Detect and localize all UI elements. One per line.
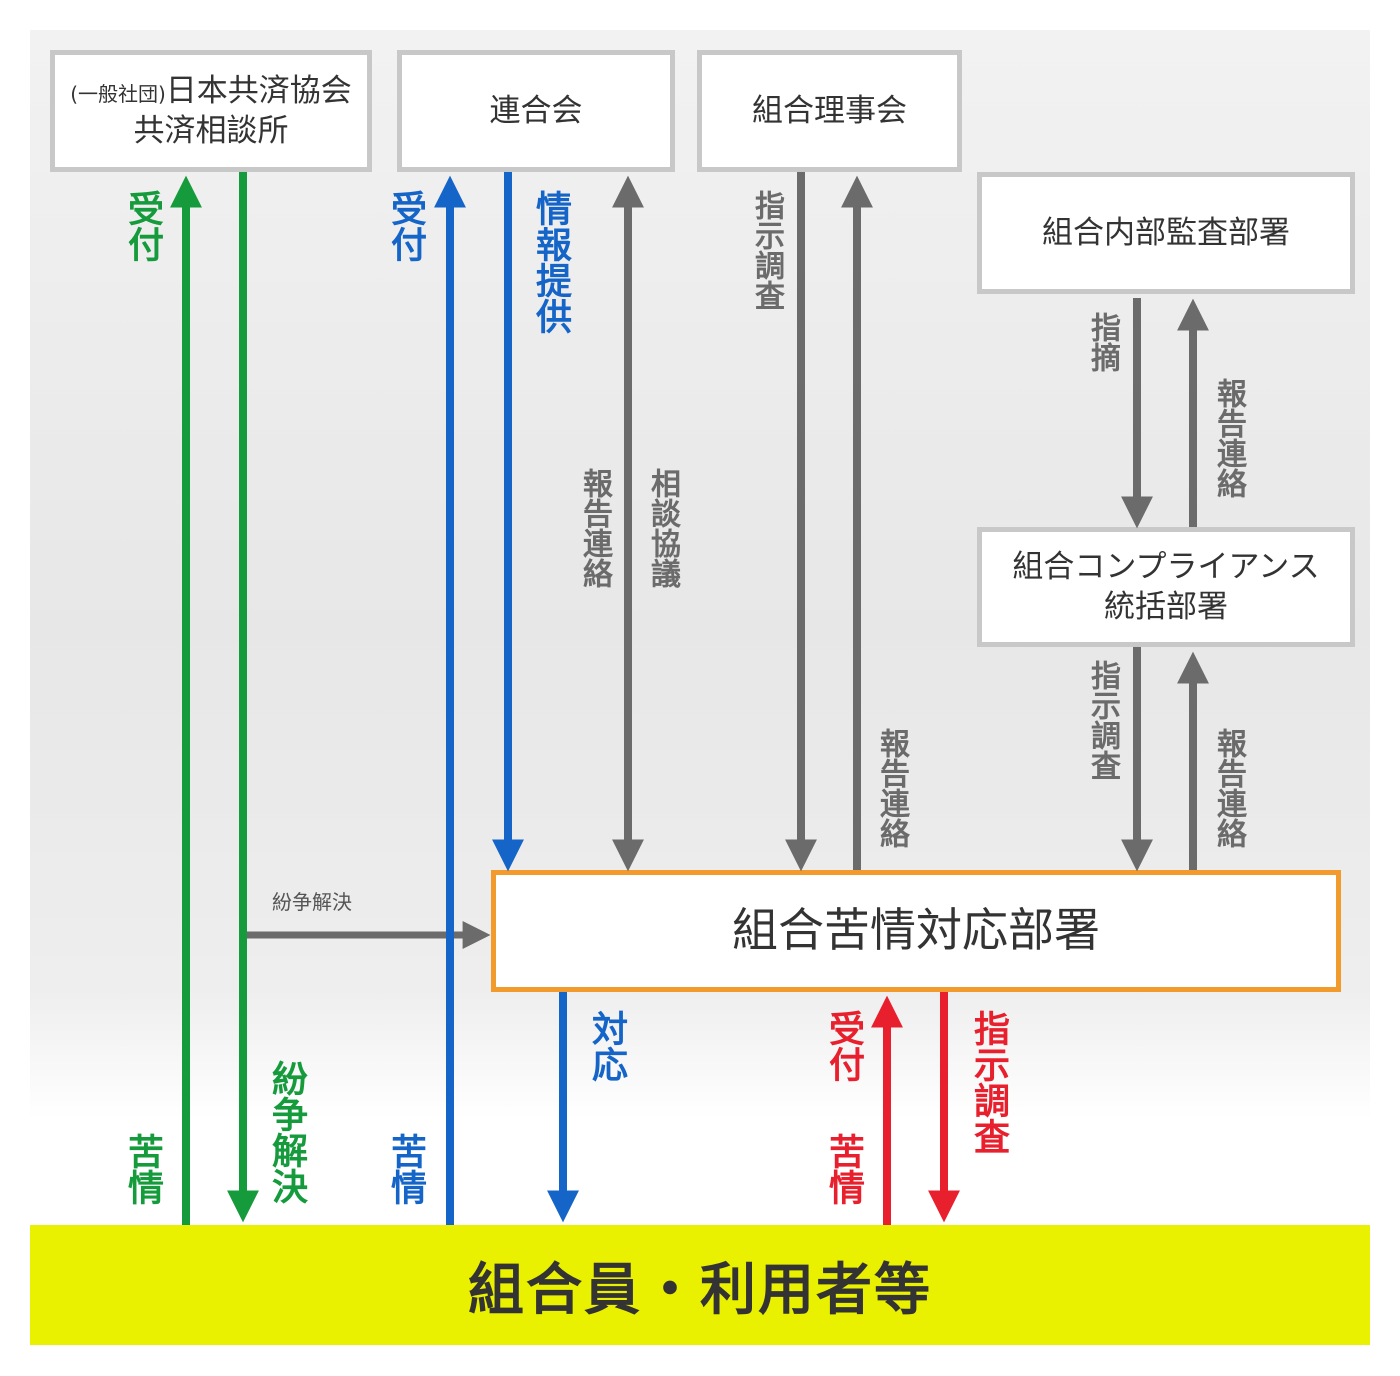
jca-name: 日本共済協会 <box>165 72 352 109</box>
board-report-label: 報告連絡 <box>874 728 909 848</box>
audit-report-label: 報告連絡 <box>1211 378 1246 498</box>
board-instruct-label: 指示調査 <box>749 190 784 310</box>
audit-point-label: 指摘 <box>1085 312 1120 372</box>
internal-audit-label: 組合内部監査部署 <box>1042 214 1290 251</box>
dispute-horizontal-label: 紛争解決 <box>272 890 352 914</box>
dept-receive-label: 受付 <box>823 1010 864 1082</box>
compliance-label-line1: 組合コンプライアンス <box>1012 548 1320 585</box>
board-label: 組合理事会 <box>752 92 907 129</box>
jca-prefix: (一般社団) <box>70 81 166 106</box>
fed-info-label: 情報提供 <box>530 190 571 334</box>
members-bar: 組合員・利用者等 <box>30 1225 1370 1345</box>
comp-instruct-label: 指示調査 <box>1085 660 1120 780</box>
members-label: 組合員・利用者等 <box>468 1257 932 1323</box>
fed-complaint-label: 苦情 <box>385 1133 426 1205</box>
jca-dispute-label: 紛争解決 <box>266 1060 307 1204</box>
complaint-dept-box: 組合苦情対応部署 <box>491 870 1341 992</box>
compliance-box: 組合コンプライアンス 統括部署 <box>977 527 1355 647</box>
comp-report-label: 報告連絡 <box>1211 728 1246 848</box>
complaint-dept-label: 組合苦情対応部署 <box>732 903 1100 958</box>
dept-complaint-label: 苦情 <box>823 1133 864 1205</box>
compliance-label-line2: 統括部署 <box>1104 589 1228 625</box>
internal-audit-box: 組合内部監査部署 <box>977 172 1355 294</box>
dept-response-label: 対応 <box>586 1010 627 1082</box>
dept-instruct-label: 指示調査 <box>968 1010 1009 1154</box>
jca-consultation-box: (一般社団)日本共済協会 共済相談所 <box>50 50 372 172</box>
jca-subname: 共済相談所 <box>133 113 289 149</box>
jca-complaint-label: 苦情 <box>122 1133 163 1205</box>
fed-report-label: 報告連絡 <box>577 468 612 588</box>
fed-receive-label: 受付 <box>385 190 426 262</box>
federation-box: 連合会 <box>397 50 675 172</box>
fed-consult-label: 相談協議 <box>645 468 680 588</box>
board-box: 組合理事会 <box>697 50 962 172</box>
federation-label: 連合会 <box>489 92 583 129</box>
jca-receive-label: 受付 <box>122 190 163 262</box>
